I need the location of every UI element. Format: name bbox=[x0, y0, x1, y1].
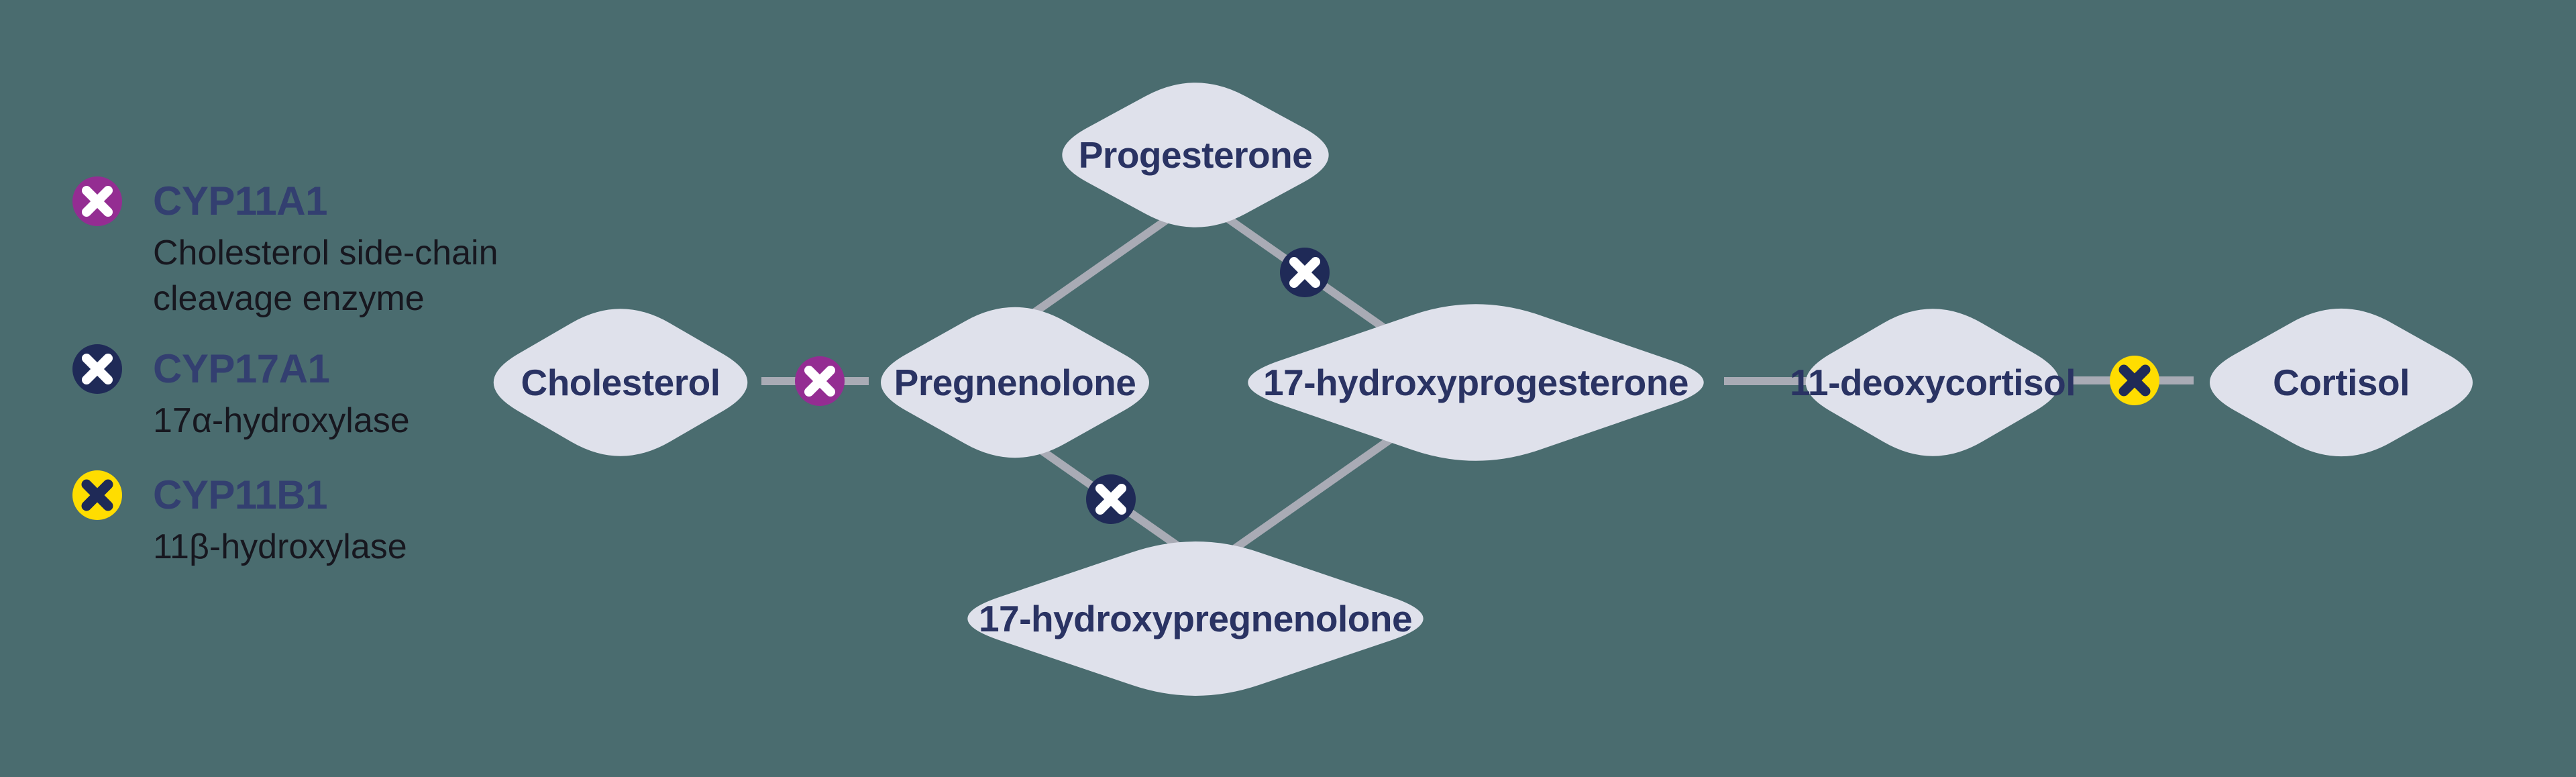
x-icon bbox=[2118, 364, 2151, 397]
legend-item-cyp11a1: CYP11A1 Cholesterol side-chain cleavage … bbox=[72, 176, 542, 321]
x-icon bbox=[804, 366, 835, 397]
node-shape-cortisol bbox=[2210, 308, 2473, 457]
legend-gene-cyp11a1: CYP11A1 bbox=[153, 178, 328, 223]
x-icon bbox=[1095, 484, 1126, 515]
cyp11a1-block-badge bbox=[795, 356, 845, 406]
legend-item-cyp17a1: CYP17A1 17α-hydroxylase bbox=[72, 344, 410, 444]
cyp11b1-block-badge bbox=[2110, 356, 2159, 405]
node-shape-cholesterol bbox=[493, 309, 748, 456]
legend-desc-cyp11b1: 11β-hydroxylase bbox=[153, 527, 407, 566]
cyp17a1-block-badge-upper bbox=[1280, 248, 1330, 297]
x-icon bbox=[1289, 257, 1320, 288]
navy-x-icon bbox=[72, 344, 122, 394]
legend-gene-cyp17a1: CYP17A1 bbox=[153, 346, 330, 391]
legend-gene-cyp11b1: CYP11B1 bbox=[153, 472, 327, 517]
cyp17a1-block-badge-lower bbox=[1086, 474, 1136, 524]
legend-desc-cyp17a1: 17α-hydroxylase bbox=[153, 401, 410, 440]
node-shape-pregnenolone bbox=[881, 307, 1149, 458]
legend-desc-cyp11a1: Cholesterol side-chain cleavage enzyme bbox=[153, 234, 498, 318]
node-shape-11-deoxycortisol bbox=[1805, 309, 2060, 456]
node-shape-17-hydroxypregnenolone bbox=[967, 541, 1424, 696]
node-shape-progesterone bbox=[1062, 83, 1329, 227]
node-shape-17-hydroxyprogesterone bbox=[1248, 304, 1704, 461]
purple-x-icon bbox=[72, 176, 122, 226]
yellow-x-icon bbox=[72, 470, 122, 520]
legend-item-cyp11b1: CYP11B1 11β-hydroxylase bbox=[72, 470, 407, 570]
